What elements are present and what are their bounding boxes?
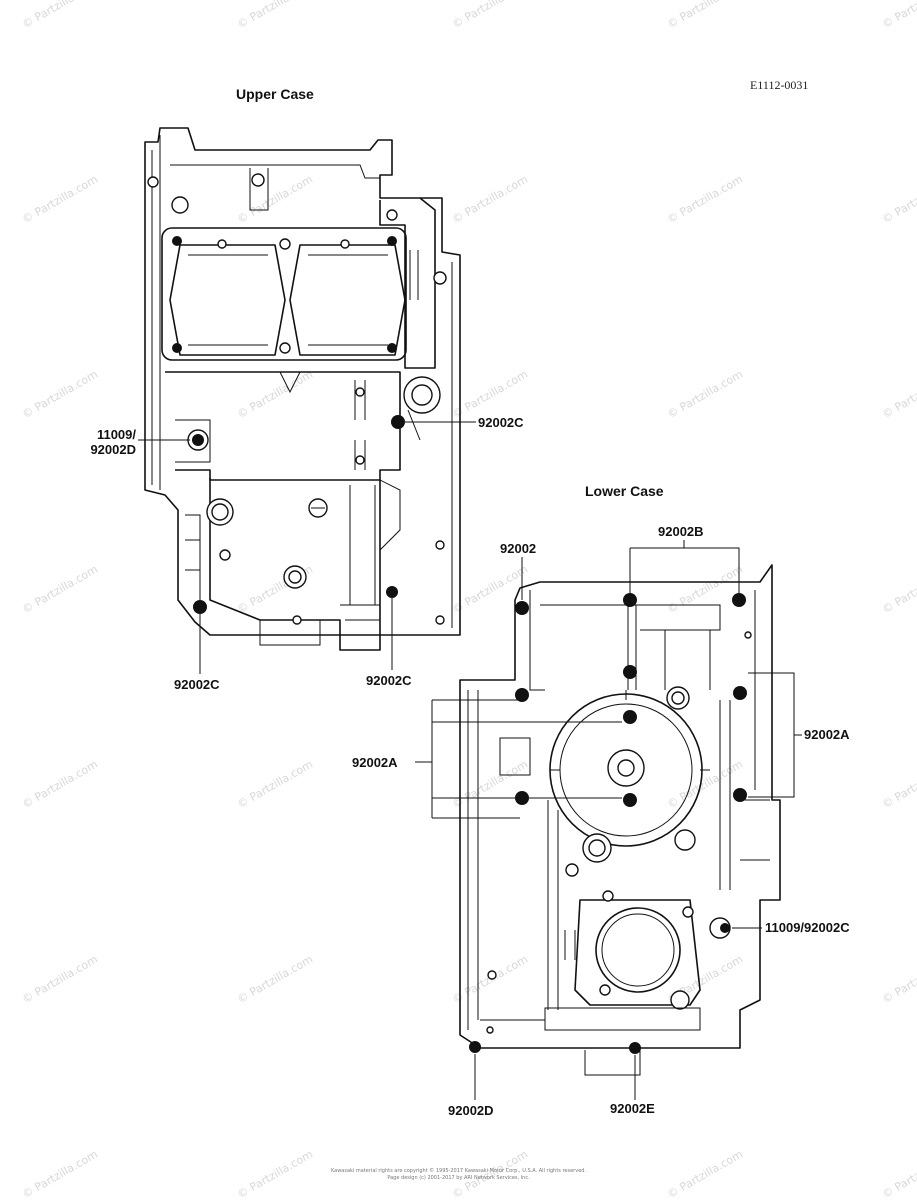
leader-lower-right-group: [748, 672, 802, 798]
label-lower-92002a-left: 92002A: [352, 755, 398, 770]
upper-case-title: Upper Case: [236, 86, 314, 102]
label-lower-11009-92002c: 11009/92002C: [765, 920, 850, 935]
diagram-code: E1112-0031: [750, 78, 809, 92]
copyright-line-2: Page design (c) 2001-2017 by ARI Network…: [387, 1175, 530, 1181]
copyright-line-1: Kawasaki material rights are copyright ©…: [330, 1168, 587, 1174]
upper-case-drawing: [144, 127, 461, 651]
label-lower-92002: 92002: [500, 541, 537, 556]
label-upper-92002c-right: 92002C: [478, 415, 524, 430]
lower-case-drawing: [459, 564, 781, 1076]
label-lower-92002b: 92002B: [658, 524, 704, 539]
label-lower-92002a-right: 92002A: [804, 727, 850, 742]
label-lower-92002d: 92002D: [448, 1103, 494, 1118]
leader-lower-top-group: [629, 540, 740, 593]
lower-case-title: Lower Case: [585, 483, 664, 499]
label-upper-11009-92002d: 11009/ 92002D: [90, 427, 136, 457]
label-lower-92002e: 92002E: [610, 1101, 655, 1116]
leader-lower-left-group: [415, 699, 622, 819]
label-upper-92002c-bottom-left: 92002C: [174, 677, 220, 692]
label-upper-92002c-bottom-right: 92002C: [366, 673, 412, 688]
